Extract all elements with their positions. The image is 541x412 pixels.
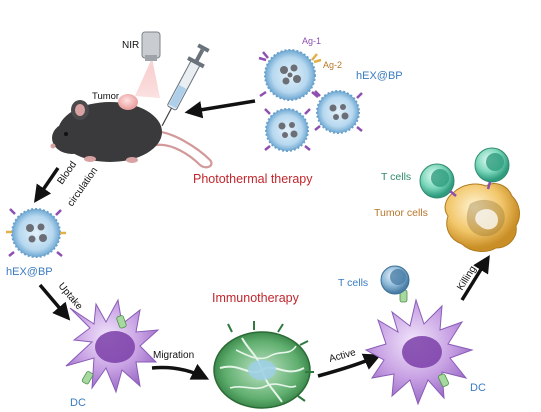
mouse-icon bbox=[50, 94, 213, 169]
t-cells-top-label: T cells bbox=[381, 171, 411, 183]
immunotherapy-label: Immunotherapy bbox=[212, 291, 300, 305]
t-cell-icon bbox=[419, 163, 457, 199]
vesicle-icon bbox=[264, 108, 311, 152]
nir-laser-icon bbox=[135, 31, 161, 98]
nir-label: NIR bbox=[122, 40, 139, 51]
ag2-label: Ag-2 bbox=[323, 60, 342, 70]
vesicle-icon bbox=[258, 49, 322, 101]
hex-bp-left-label: hEX@BP bbox=[6, 266, 53, 278]
migration-arrow bbox=[151, 363, 210, 380]
dendritic-cell-icon bbox=[364, 289, 474, 406]
ag1-label: Ag-1 bbox=[302, 36, 321, 46]
t-cell-icon bbox=[474, 147, 510, 190]
dendritic-cell-icon bbox=[65, 298, 160, 394]
tumor-label: Tumor bbox=[92, 91, 119, 102]
lymph-node-icon bbox=[213, 321, 314, 409]
vesicle-icon bbox=[6, 208, 66, 258]
tumor-cell-icon bbox=[444, 183, 520, 252]
injection-arrow bbox=[184, 99, 256, 119]
active-label: Active bbox=[328, 347, 358, 365]
dc-left-label: DC bbox=[70, 397, 86, 409]
photothermal-therapy-label: Photothermal therapy bbox=[193, 172, 313, 186]
blood-circulation-label-1: Blood bbox=[55, 159, 79, 186]
syringe-icon bbox=[161, 43, 210, 127]
vesicle-group-top bbox=[258, 49, 363, 152]
tumor-cells-label: Tumor cells bbox=[374, 207, 428, 219]
migration-label: Migration bbox=[153, 350, 194, 361]
uptake-arrow bbox=[38, 283, 71, 321]
blood-circulation-arrow bbox=[34, 167, 60, 203]
hex-bp-top-label: hEX@BP bbox=[356, 70, 403, 82]
killing-arrow bbox=[460, 255, 490, 301]
vesicle-icon bbox=[314, 90, 363, 134]
dc-right-label: DC bbox=[470, 382, 486, 394]
t-cell-icon bbox=[380, 265, 410, 295]
active-arrow bbox=[317, 353, 382, 378]
t-cells-right-label: T cells bbox=[338, 277, 368, 289]
